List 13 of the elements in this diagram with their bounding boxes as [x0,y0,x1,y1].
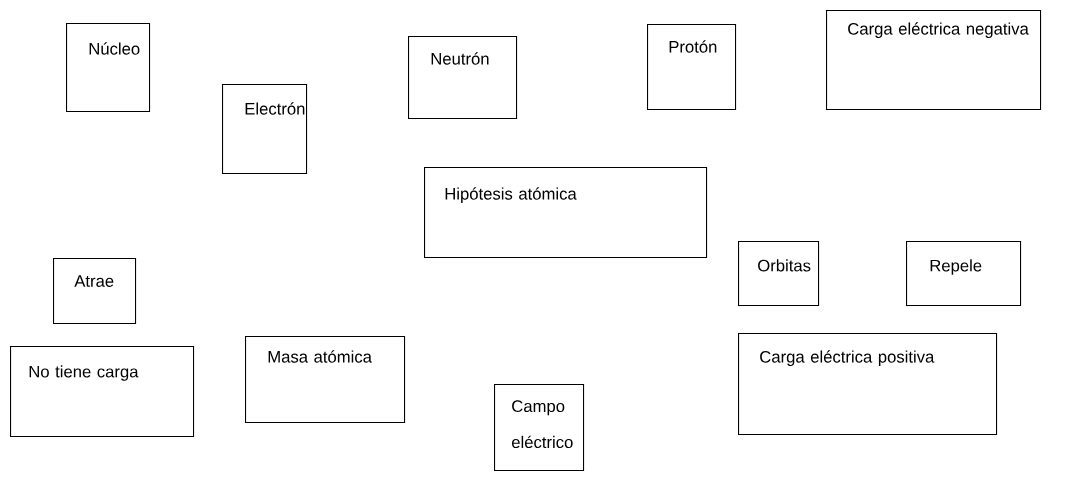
text-box: Orbitas [738,241,820,307]
text-box: Núcleo [66,23,151,113]
text-box: Electrón [222,84,308,175]
text-box: Carga eléctrica negativa [826,10,1042,111]
text-box: Masa atómica [245,336,406,424]
text-box: Campo eléctrico [494,384,585,472]
text-box: Hipótesis atómica [424,167,708,259]
text-box: Carga eléctrica positiva [738,333,998,436]
text-box: No tiene carga [10,346,195,438]
text-box: Repele [906,241,1022,307]
text-box: Protón [647,24,737,111]
text-box: Neutrón [408,36,518,120]
text-box: Atrae [53,258,137,325]
